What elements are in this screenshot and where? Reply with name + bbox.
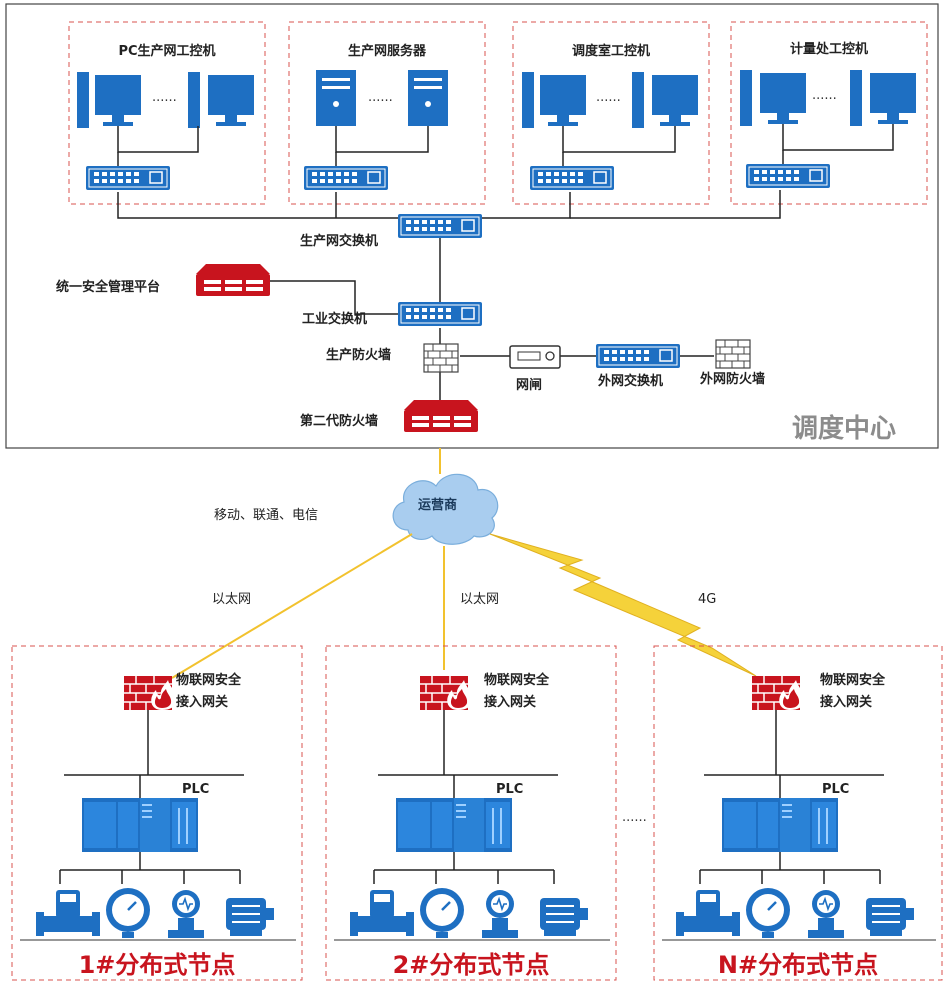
group-title-metering: 计量处工控机 bbox=[789, 42, 868, 57]
switch-icon bbox=[303, 165, 389, 191]
prod-firewall-label: 生产防火墙 bbox=[326, 348, 392, 363]
pressure-transmitter-icon bbox=[167, 889, 205, 939]
prod-switch-label: 生产网交换机 bbox=[300, 234, 379, 249]
node-ellipsis: ...... bbox=[622, 810, 647, 825]
flowmeter-icon bbox=[36, 890, 100, 936]
net-gate-icon bbox=[509, 345, 561, 369]
carriers-list: 移动、联通、电信 bbox=[214, 508, 319, 523]
group-title-dispatch: 调度室工控机 bbox=[571, 44, 650, 59]
control-center-title: 调度中心 bbox=[792, 414, 897, 444]
node-box-n bbox=[653, 645, 943, 981]
monitor-icon bbox=[870, 73, 916, 124]
group-title-pc: PC生产网工控机 bbox=[118, 44, 216, 59]
pressure-gauge-icon bbox=[418, 886, 466, 940]
server-icon bbox=[408, 70, 448, 126]
cloud-icon bbox=[392, 473, 499, 545]
gateway-firewall-icon bbox=[123, 675, 178, 711]
industrial-switch-label: 工业交换机 bbox=[302, 312, 368, 327]
pressure-transmitter-icon bbox=[807, 889, 845, 939]
plc-icon bbox=[722, 798, 838, 852]
node-box-1 bbox=[11, 645, 303, 981]
net-gate-label: 网闸 bbox=[516, 378, 543, 393]
gen2-firewall-icon bbox=[404, 400, 478, 432]
monitor-icon bbox=[95, 75, 141, 126]
tower-pc-icon bbox=[77, 72, 89, 128]
ellipsis: ...... bbox=[152, 90, 177, 105]
motor-icon bbox=[539, 897, 589, 937]
tower-pc-icon bbox=[522, 72, 534, 128]
ext-firewall-label: 外网防火墙 bbox=[700, 372, 766, 387]
ellipsis: ...... bbox=[368, 90, 393, 105]
node-1-devices bbox=[20, 675, 296, 941]
node-title-1: 1#分布式节点 bbox=[78, 951, 236, 979]
carrier-label: 运营商 bbox=[418, 498, 458, 513]
tower-pc-icon bbox=[632, 72, 644, 128]
plc-label: PLC bbox=[182, 782, 210, 797]
server-icon bbox=[316, 70, 356, 126]
ethernet-link-1 bbox=[171, 533, 413, 679]
prod-switch-icon bbox=[397, 213, 483, 239]
4g-lightning-icon bbox=[489, 533, 757, 677]
flowmeter-icon bbox=[350, 890, 414, 936]
ext-switch-icon bbox=[595, 343, 681, 369]
gateway-label: 物联网安全 接入网关 bbox=[484, 673, 550, 710]
monitor-icon bbox=[652, 75, 698, 126]
pressure-transmitter-icon bbox=[481, 889, 519, 939]
flowmeter-icon bbox=[676, 890, 740, 936]
node-n-devices bbox=[662, 675, 936, 941]
ellipsis: ...... bbox=[812, 88, 837, 103]
tower-pc-icon bbox=[188, 72, 200, 128]
gateway-label: 物联网安全 接入网关 bbox=[176, 673, 242, 710]
node-2-devices bbox=[334, 675, 610, 941]
monitor-icon bbox=[208, 75, 254, 126]
tower-pc-icon bbox=[850, 70, 862, 126]
node-title-2: 2#分布式节点 bbox=[392, 951, 550, 979]
node-box-2 bbox=[325, 645, 617, 981]
ext-switch-label: 外网交换机 bbox=[598, 374, 664, 389]
ext-firewall-icon bbox=[715, 339, 751, 369]
gateway-firewall-icon bbox=[751, 675, 806, 711]
tower-pc-icon bbox=[740, 70, 752, 126]
switch-icon bbox=[745, 163, 831, 189]
gateway-firewall-icon bbox=[419, 675, 474, 711]
plc-icon bbox=[82, 798, 198, 852]
pressure-gauge-icon bbox=[104, 886, 152, 940]
ethernet-label-2: 以太网 bbox=[460, 592, 500, 607]
monitor-icon bbox=[760, 73, 806, 124]
mgmt-platform-icon bbox=[196, 264, 270, 296]
prod-firewall-icon bbox=[423, 343, 459, 373]
motor-icon bbox=[865, 897, 915, 937]
ethernet-label-1: 以太网 bbox=[212, 592, 252, 607]
control-center-frame bbox=[5, 3, 939, 449]
4g-label: 4G bbox=[698, 592, 717, 607]
monitor-icon bbox=[540, 75, 586, 126]
plc-label: PLC bbox=[822, 782, 850, 797]
switch-icon bbox=[529, 165, 615, 191]
gateway-label: 物联网安全 接入网关 bbox=[820, 673, 886, 710]
node-title-n: N#分布式节点 bbox=[717, 951, 879, 979]
group-title-server: 生产网服务器 bbox=[347, 44, 426, 59]
plc-label: PLC bbox=[496, 782, 524, 797]
motor-icon bbox=[225, 897, 275, 937]
switch-icon bbox=[85, 165, 171, 191]
pressure-gauge-icon bbox=[744, 886, 792, 940]
industrial-switch-icon bbox=[397, 301, 483, 327]
ellipsis: ...... bbox=[596, 90, 621, 105]
plc-icon bbox=[396, 798, 512, 852]
gen2-firewall-label: 第二代防火墙 bbox=[300, 414, 379, 429]
mgmt-platform-label: 统一安全管理平台 bbox=[56, 280, 161, 295]
